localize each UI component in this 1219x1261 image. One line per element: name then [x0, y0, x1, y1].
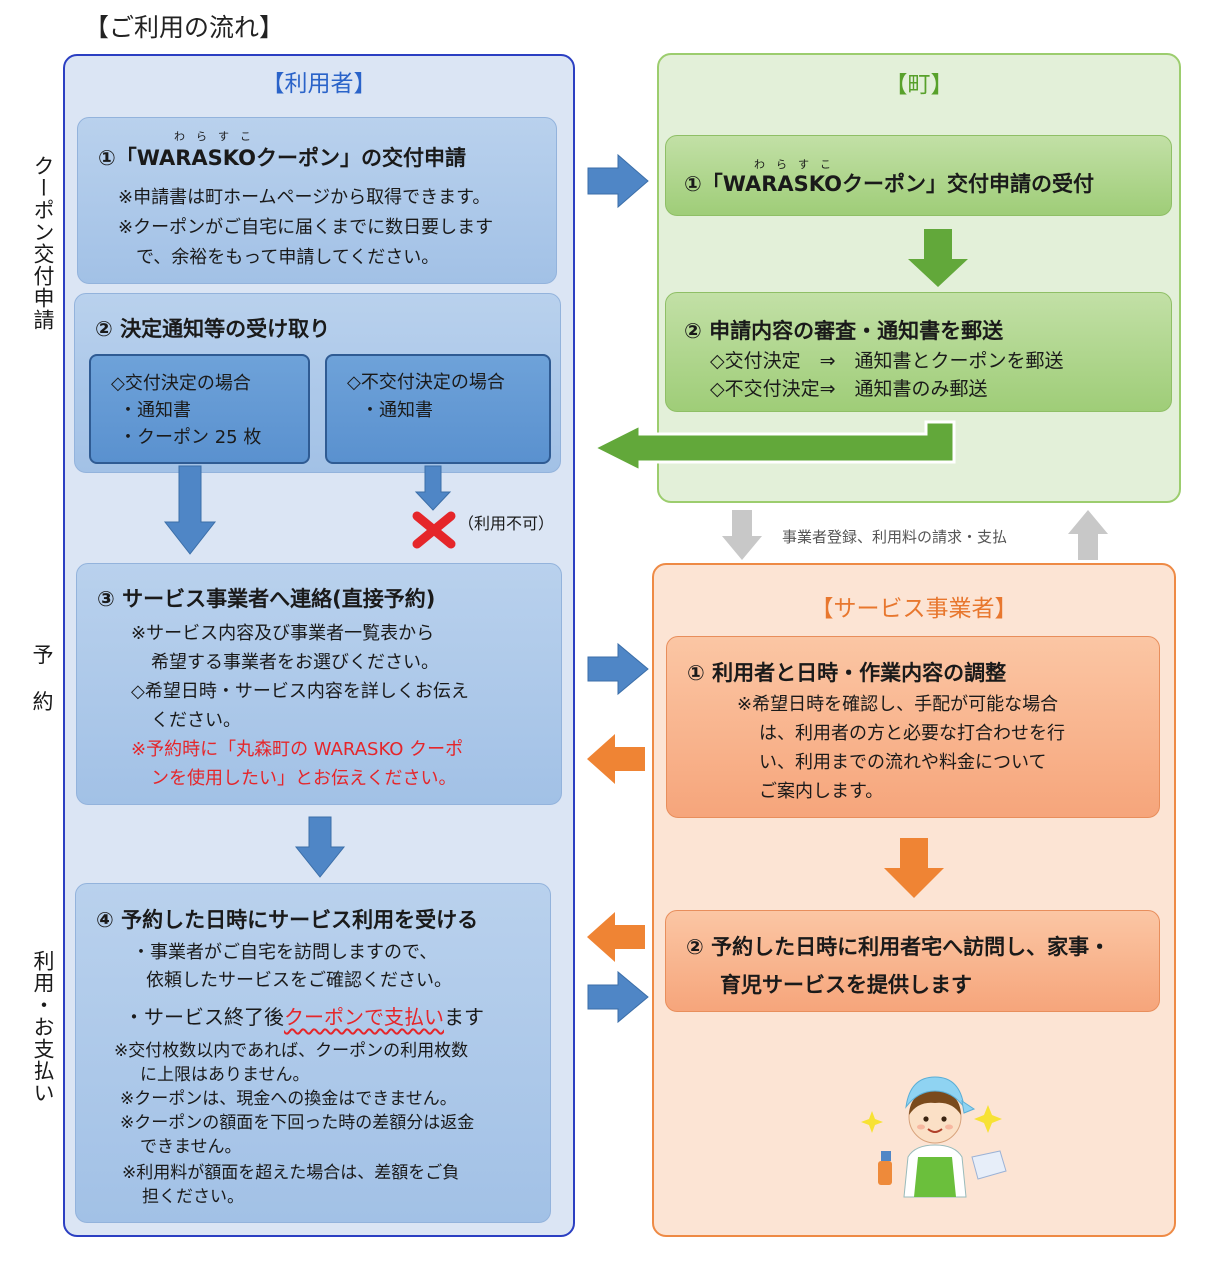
user-to-town-arrow-icon: [587, 153, 649, 209]
biz-to-user-arrow-2-icon: [587, 912, 645, 962]
side-label-reserve-1: 予: [32, 643, 54, 667]
user-panel-header: 【利用者】: [261, 71, 377, 97]
user-step4-line3a: ・サービス終了後: [124, 1005, 284, 1029]
user-step4-line1: ・事業者がご自宅を訪問しますので、: [132, 942, 438, 963]
biz-step1-line2: は、利用者の方と必要な打合わせを行: [759, 723, 1065, 744]
town-step2-title: ② 申請内容の審査・通知書を郵送: [684, 319, 1004, 343]
user-step2-title: ② 決定通知等の受け取り: [95, 317, 331, 341]
biz-step1-line1: ※希望日時を確認し、手配が可能な場合: [737, 694, 1059, 715]
green-return-arrow-icon: [590, 420, 956, 474]
rejected-box: ◇不交付決定の場合 ・通知書: [325, 354, 551, 464]
gray-up-arrow-icon: [1068, 510, 1108, 560]
user-step1-line2: ※クーポンがご自宅に届くまでに数日要します: [118, 217, 494, 238]
biz-down-arrow-icon: [884, 838, 944, 898]
housekeeper-illustration-icon: [861, 1076, 1007, 1198]
user-step4-line2: 依頼したサービスをご確認ください。: [146, 970, 452, 991]
town-panel-header: 【町】: [884, 72, 954, 98]
user-step4-line3c: ます: [444, 1005, 484, 1029]
side-label-use-text: 利用・お支払い: [31, 950, 55, 1104]
user-step1-box: わ ら す こ ①「WARASKOクーポン」の交付申請 ※申請書は町ホームページ…: [77, 117, 557, 284]
approved-line1: ◇交付決定の場合: [111, 373, 251, 394]
user-to-biz-arrow-icon: [587, 642, 649, 696]
biz-step2-title2: 育児サービスを提供します: [720, 973, 972, 997]
side-label-reserve-2: 約: [32, 690, 54, 714]
town-step1-ruby: わ ら す こ: [754, 158, 831, 171]
side-label-coupon-text: クーポン交付申請: [31, 155, 55, 331]
exchange-label: 事業者登録、利用料の請求・支払: [782, 528, 1008, 546]
user-step3-box: ③ サービス事業者へ連絡(直接予約) ※サービス内容及び事業者一覧表から 希望す…: [76, 563, 562, 805]
town-step2-box: ② 申請内容の審査・通知書を郵送 ◇交付決定 ⇒ 通知書とクーポンを郵送 ◇不交…: [665, 292, 1172, 412]
user-step4-note7: 担ください。: [142, 1187, 244, 1207]
approved-box: ◇交付決定の場合 ・通知書 ・クーポン 25 枚: [89, 354, 310, 464]
page-title: 【ご利用の流れ】: [84, 13, 285, 42]
user-step4-note3: ※クーポンは、現金への換金はできません。: [120, 1089, 457, 1109]
approved-line2: ・通知書: [119, 400, 191, 421]
user-step4-note2: に上限はありません。: [140, 1065, 310, 1085]
biz-step1-title: ① 利用者と日時・作業内容の調整: [687, 661, 1007, 685]
red-x-icon: [412, 511, 456, 549]
business-panel-header: 【サービス事業者】: [810, 596, 1018, 622]
user-step4-line3: ・サービス終了後クーポンで支払います: [124, 1003, 484, 1031]
user-step4-note1: ※交付枚数以内であれば、クーポンの利用枚数: [114, 1041, 469, 1061]
user-step4-note5: できません。: [140, 1137, 242, 1157]
town-step1-title: ①「WARASKOクーポン」交付申請の受付: [684, 172, 1094, 196]
down-arrow-rejected-icon: [414, 465, 452, 511]
user-step3-red1: ※予約時に「丸森町の WARASKO クーポ: [131, 739, 464, 760]
rejected-line2: ・通知書: [361, 400, 433, 421]
user-step1-line3: で、余裕をもって申請してください。: [118, 247, 440, 268]
user-step4-note4: ※クーポンの額面を下回った時の差額分は返金: [120, 1113, 475, 1133]
user-step3-line2: 希望する事業者をお選びください。: [151, 652, 439, 673]
biz-step1-box: ① 利用者と日時・作業内容の調整 ※希望日時を確認し、手配が可能な場合 は、利用…: [666, 636, 1160, 818]
user-step3-line1: ※サービス内容及び事業者一覧表から: [131, 623, 435, 644]
town-step1-box: わ ら す こ ①「WARASKOクーポン」交付申請の受付: [665, 135, 1172, 216]
down-arrow-approved-icon: [163, 465, 217, 555]
user-step4-title: ④ 予約した日時にサービス利用を受ける: [96, 908, 479, 932]
biz-step1-line4: ご案内します。: [759, 781, 884, 802]
town-step2-line2: ◇不交付決定⇒ 通知書のみ郵送: [710, 378, 988, 400]
side-label-use: 利用・お支払い: [30, 950, 56, 1109]
biz-step1-line3: い、利用までの流れや料金について: [759, 752, 1047, 773]
unavailable-label: （利用不可）: [458, 514, 555, 533]
biz-step2-box: ② 予約した日時に利用者宅へ訪問し、家事・ 育児サービスを提供します: [665, 910, 1160, 1012]
approved-line3: ・クーポン 25 枚: [119, 427, 262, 448]
user-step4-note6: ※利用料が額面を超えた場合は、差額をご負: [122, 1163, 460, 1183]
town-step2-line1: ◇交付決定 ⇒ 通知書とクーポンを郵送: [710, 350, 1064, 372]
gray-down-arrow-icon: [722, 510, 762, 560]
town-panel: 【町】: [657, 53, 1181, 503]
user-step1-line1: ※申請書は町ホームページから取得できます。: [118, 187, 491, 208]
user-step1-title: ①「WARASKOクーポン」の交付申請: [98, 146, 466, 170]
user-step3-title: ③ サービス事業者へ連絡(直接予約): [97, 587, 436, 611]
biz-step2-title: ② 予約した日時に利用者宅へ訪問し、家事・: [686, 935, 1111, 959]
user-step3-line3: ◇希望日時・サービス内容を詳しくお伝え: [131, 681, 469, 702]
down-arrow-step3-icon: [294, 816, 346, 878]
user-step3-line4: ください。: [151, 710, 241, 731]
rejected-line1: ◇不交付決定の場合: [347, 372, 505, 393]
town-down-arrow-icon: [908, 229, 968, 287]
user-step4-line3b: クーポンで支払い: [284, 1005, 444, 1029]
biz-to-user-arrow-icon: [587, 734, 645, 784]
user-step3-red2: ンを使用したい」とお伝えください。: [151, 768, 457, 789]
user-step4-box: ④ 予約した日時にサービス利用を受ける ・事業者がご自宅を訪問しますので、 依頼…: [75, 883, 551, 1223]
user-step1-ruby: わ ら す こ: [174, 130, 251, 143]
user-to-biz-arrow-2-icon: [587, 970, 649, 1024]
side-label-coupon: クーポン交付申請: [30, 155, 56, 336]
